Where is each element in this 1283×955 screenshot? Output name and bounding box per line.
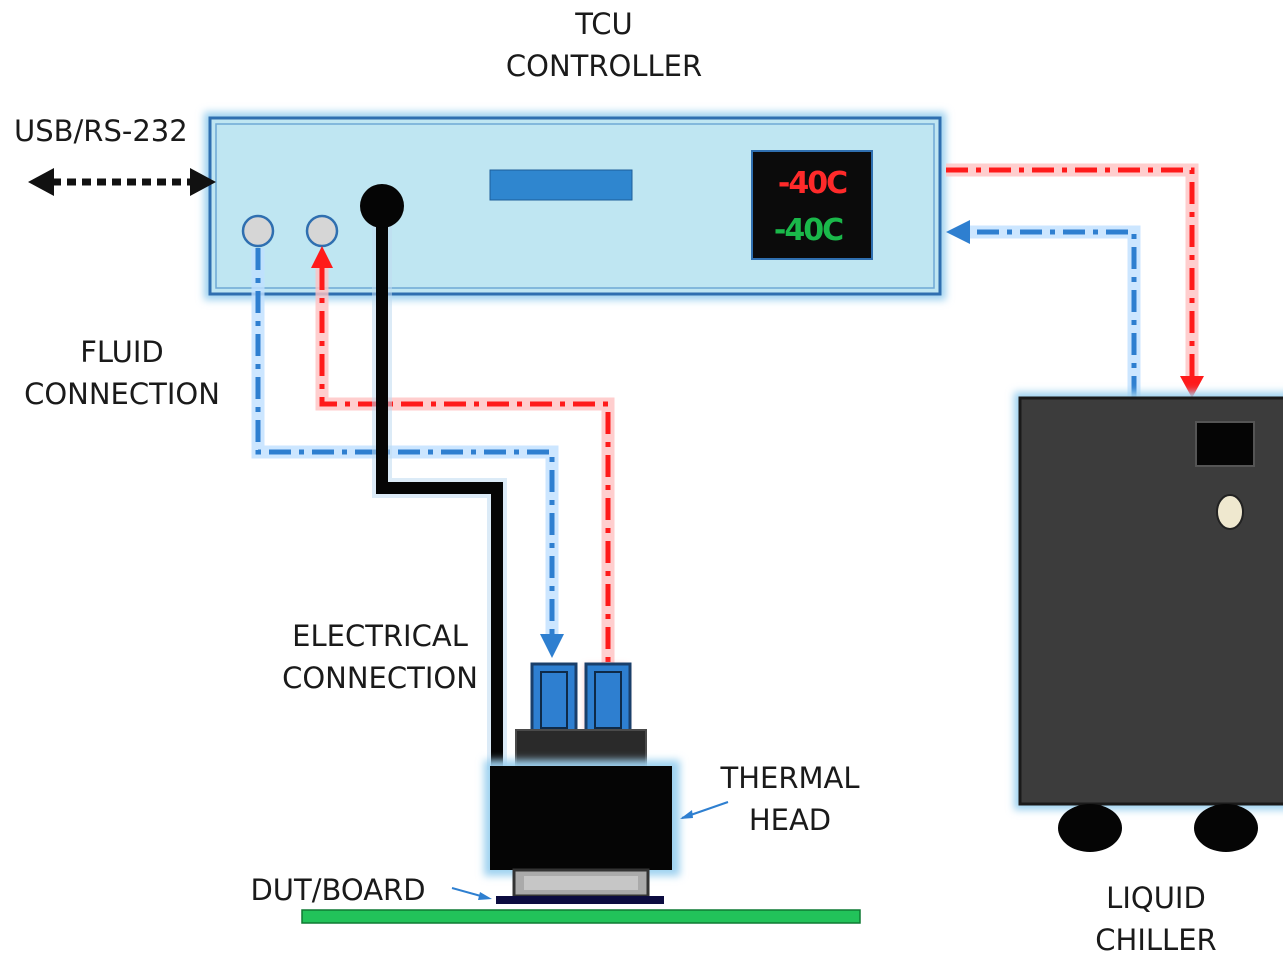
controller-bezel — [215, 123, 935, 289]
usb-link — [28, 168, 216, 196]
head-body — [490, 766, 672, 870]
hot-arrow-up-icon — [311, 246, 333, 268]
fluid-label-line1: FLUID — [80, 335, 164, 369]
dut-board — [301, 896, 861, 924]
chiller-wheel-right — [1194, 804, 1258, 852]
cold-arrow-down-icon — [540, 634, 564, 658]
usb-arrow-left-icon — [28, 168, 54, 196]
hot-fluid-port — [305, 214, 339, 248]
chiller-hot-glow — [946, 163, 1199, 378]
controller-label-line2: CONTROLLER — [506, 49, 702, 83]
chiller-arrow-down-icon — [1180, 376, 1204, 398]
thermal-head-label-line1: THERMAL — [719, 761, 859, 795]
hot-fitting — [584, 662, 632, 738]
chiller-display — [1195, 421, 1255, 467]
pcb-board — [301, 909, 861, 924]
chiller-cold-line — [968, 229, 1137, 398]
fluid-label-line2: CONNECTION — [24, 377, 220, 411]
hot-line-glow — [315, 264, 615, 676]
tcu-controller: -40C -40C — [204, 112, 946, 300]
hot-return-line — [319, 268, 611, 676]
chiller-label-line2: CHILLER — [1095, 923, 1216, 955]
liquid-chiller — [1014, 392, 1283, 852]
electrical-connection — [360, 184, 507, 770]
usb-label: USB/RS-232 — [14, 114, 188, 148]
electrical-label-line1: ELECTRICAL — [292, 619, 468, 653]
controller-lcd-slot — [489, 169, 633, 201]
cold-fitting-inner — [540, 671, 568, 729]
head-contact-surface — [524, 876, 638, 890]
chiller-knob — [1216, 494, 1244, 530]
actual-temperature: -40C — [774, 213, 843, 248]
chiller-lines — [946, 163, 1204, 398]
labels: TCU CONTROLLER USB/RS-232 FLUID CONNECTI… — [14, 7, 1217, 955]
thermal-head-pointer-arrow-icon — [680, 810, 693, 819]
chiller-label-line1: LIQUID — [1106, 881, 1206, 915]
usb-arrow-right-icon — [190, 168, 216, 196]
electrical-label-line2: CONNECTION — [282, 661, 478, 695]
dut-pointer-arrow-icon — [478, 892, 492, 900]
chiller-wheel-left — [1058, 804, 1122, 852]
setpoint-temperature: -40C — [778, 166, 847, 201]
controller-label-line1: TCU — [574, 7, 633, 41]
cold-fitting — [530, 662, 578, 738]
dut-device — [496, 896, 664, 904]
temperature-display: -40C -40C — [751, 150, 873, 260]
dut-label: DUT/BOARD — [250, 873, 425, 907]
hot-fitting-inner — [594, 671, 622, 729]
cold-fluid-port — [241, 214, 275, 248]
electrical-connector — [360, 184, 404, 228]
chiller-cold-glow — [968, 225, 1141, 398]
label-pointers — [451, 801, 729, 900]
chiller-hot-line — [946, 167, 1195, 378]
thermal-head — [484, 662, 680, 898]
temperature-display-screen — [751, 150, 873, 260]
thermal-head-label-line2: HEAD — [749, 803, 831, 837]
cold-supply-line — [255, 248, 555, 636]
cold-line-glow — [251, 248, 559, 636]
chiller-arrow-left-icon — [946, 220, 970, 244]
electrical-cable — [376, 210, 503, 770]
fluid-connection-lines — [251, 246, 615, 676]
